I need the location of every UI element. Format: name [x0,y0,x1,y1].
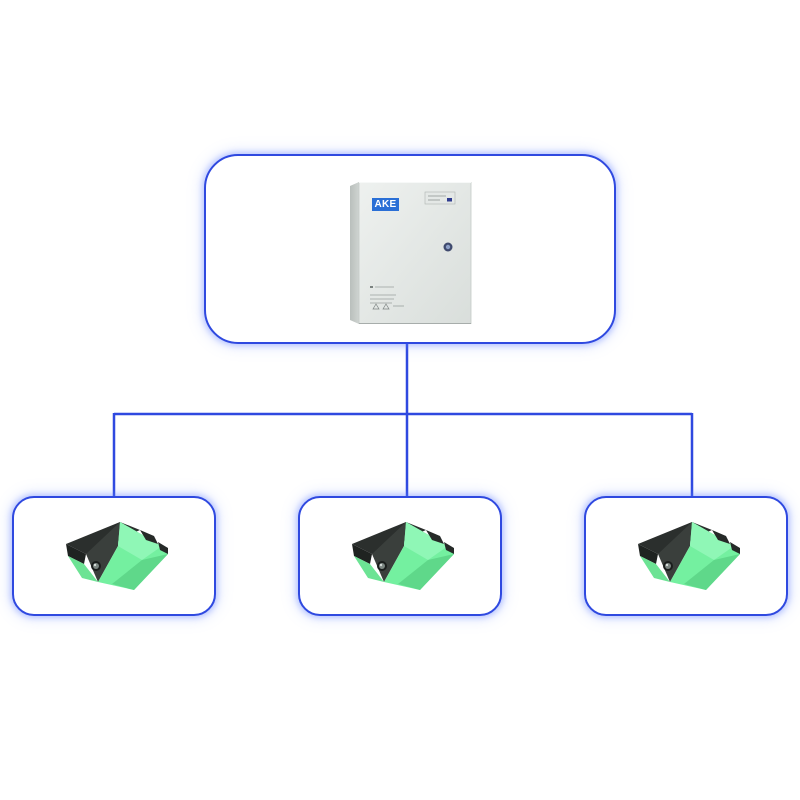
brand-label: AKE [372,198,399,211]
child-node-2 [298,496,502,616]
green-sensor-device-icon [348,520,460,590]
green-sensor-device-icon [634,520,746,590]
child-node-3 [584,496,788,616]
child-node-1 [12,496,216,616]
control-cabinet-icon: AKE [350,182,474,324]
green-sensor-device-icon [62,520,174,590]
root-node: AKE [204,154,616,344]
